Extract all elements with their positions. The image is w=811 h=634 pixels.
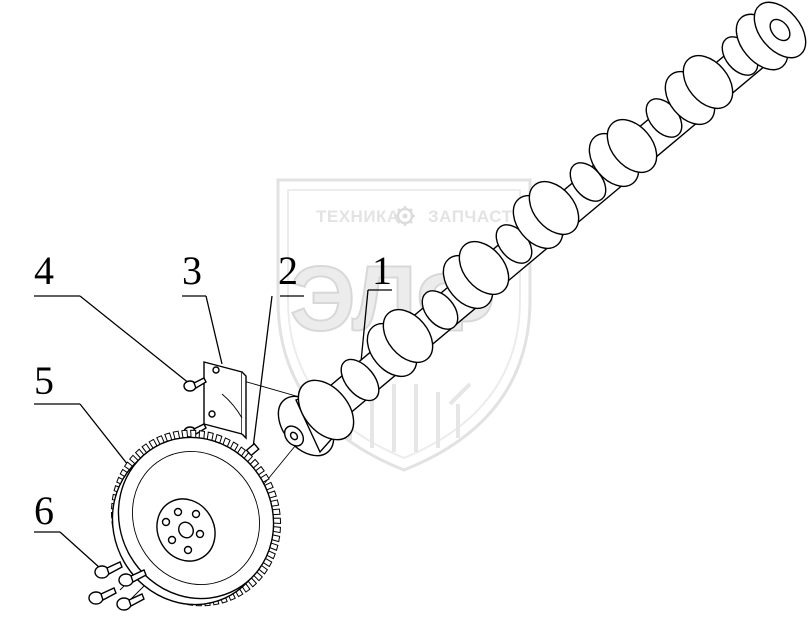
gear-bolts: [88, 561, 147, 611]
gear-tooth: [272, 526, 281, 534]
gear-bolt: [118, 569, 147, 587]
callout-6: 6: [34, 488, 54, 533]
gear-bolt: [94, 561, 123, 579]
gear-tooth: [181, 429, 189, 439]
gear-tooth: [190, 429, 197, 439]
watermark-text-left: ТЕХНИКА: [316, 207, 400, 226]
callout-3: 3: [182, 248, 202, 293]
thrust-plate: [203, 361, 247, 440]
camshaft: [277, 1, 807, 457]
camshaft-rear-journal: [735, 1, 807, 71]
gear-tooth: [272, 517, 282, 524]
gear-bolt: [88, 587, 117, 605]
camshaft-gear: [110, 429, 282, 607]
callout-labels: 1 2 3 4 5 6: [34, 248, 392, 533]
gear-bolt: [116, 593, 145, 611]
callout-1: 1: [372, 248, 392, 293]
callout-4: 4: [34, 248, 54, 293]
plate-bolt: [183, 377, 207, 392]
gear-icon: [395, 206, 415, 226]
camshaft-lobes: [340, 36, 759, 402]
plate-bolts: [183, 377, 207, 438]
watermark-text-right: ЗАПЧАСТИ: [428, 207, 525, 226]
camshaft-front-journal: [277, 379, 355, 457]
callout-5: 5: [34, 358, 54, 403]
callout-2: 2: [278, 248, 298, 293]
